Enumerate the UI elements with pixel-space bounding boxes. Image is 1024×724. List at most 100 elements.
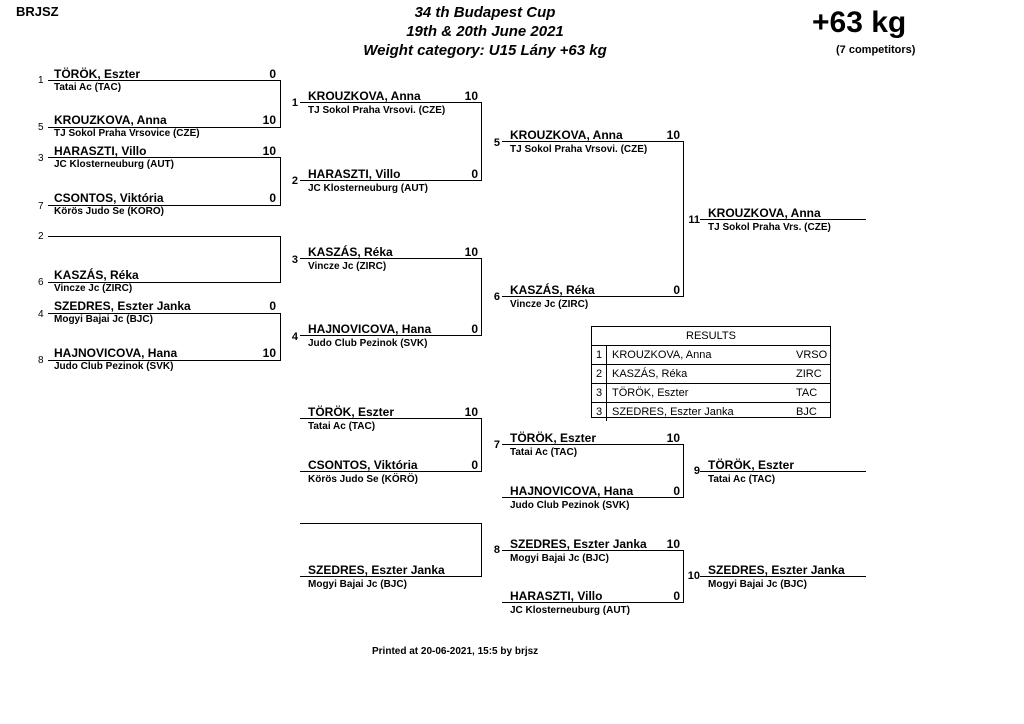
bracket-line xyxy=(502,141,684,142)
competitor-name: KROUZKOVA, Anna xyxy=(510,128,623,142)
result-name: KROUZKOVA, Anna xyxy=(612,349,712,361)
score: 0 xyxy=(673,589,680,603)
bracket-line xyxy=(502,497,684,498)
result-name: KASZÁS, Réka xyxy=(612,368,688,380)
bronze-winner-club: Mogyi Bajai Jc (BJC) xyxy=(708,579,807,590)
competitor-club: Mogyi Bajai Jc (BJC) xyxy=(510,553,609,564)
competitor-name: TÖRÖK, Eszter xyxy=(510,431,597,445)
bracket-line xyxy=(683,444,684,498)
bracket-line xyxy=(48,360,281,361)
match-number: 11 xyxy=(688,214,700,226)
competitor-club: JC Klosterneuburg (AUT) xyxy=(308,183,428,194)
score: 0 xyxy=(269,299,276,313)
bronze-winner-club: Tatai Ac (TAC) xyxy=(708,474,776,485)
bracket-line xyxy=(300,576,482,577)
match-number: 3 xyxy=(291,254,298,266)
score: 10 xyxy=(464,245,478,259)
match-number: 9 xyxy=(693,465,700,477)
results-heading: RESULTS xyxy=(592,327,830,346)
club-code: ZIRC xyxy=(796,368,822,380)
competitor-name: SZEDRES, Eszter Janka xyxy=(510,537,647,551)
seed-number: 4 xyxy=(38,309,44,320)
competitor-club: Tatai Ac (TAC) xyxy=(510,447,578,458)
score: 0 xyxy=(471,322,478,336)
competitor-name: HARASZTI, Villo xyxy=(54,144,147,158)
match-number: 1 xyxy=(291,97,298,109)
place: 3 xyxy=(592,403,607,421)
bracket-line xyxy=(300,102,482,103)
score: 0 xyxy=(269,67,276,81)
competitor-name: KASZÁS, Réka xyxy=(308,245,393,259)
competitor-name: TÖRÖK, Eszter xyxy=(308,405,395,419)
competitor-name: TÖRÖK, Eszter xyxy=(54,67,141,81)
competitor-club: Vincze Jc (ZIRC) xyxy=(510,299,589,310)
club-code: VRSO xyxy=(796,349,828,361)
score: 0 xyxy=(673,283,680,297)
competitor-club: Vincze Jc (ZIRC) xyxy=(54,283,133,294)
tournament-title: 34 th Budapest Cup xyxy=(414,4,556,21)
competitor-club: Mogyi Bajai Jc (BJC) xyxy=(54,314,153,325)
score: 0 xyxy=(471,167,478,181)
competitor-name: CSONTOS, Viktória xyxy=(308,458,418,472)
competitor-name: HARASZTI, Villo xyxy=(510,589,603,603)
competitor-club: Tatai Ac (TAC) xyxy=(308,421,376,432)
org-code: BRJSZ xyxy=(16,4,59,19)
club-code: BJC xyxy=(796,406,817,418)
competitor-club: Körös Judo Se (KÖRÖ) xyxy=(54,206,165,217)
bracket-line xyxy=(300,523,482,524)
competitor-name: CSONTOS, Viktória xyxy=(54,191,164,205)
bracket-line xyxy=(280,80,281,128)
place: 2 xyxy=(592,365,607,383)
bracket-line xyxy=(502,444,684,445)
bracket-line xyxy=(48,282,281,283)
seed-number: 6 xyxy=(38,277,44,288)
bracket-line xyxy=(481,258,482,336)
bracket-line xyxy=(300,258,482,259)
bracket-line xyxy=(481,523,482,577)
competitor-name: KROUZKOVA, Anna xyxy=(54,113,167,127)
score: 0 xyxy=(269,191,276,205)
results-table: RESULTS 1 KROUZKOVA, Anna VRSO 2 KASZÁS,… xyxy=(591,326,831,421)
bracket-line xyxy=(300,471,482,472)
bracket-line xyxy=(48,80,281,81)
competitor-club: Judo Club Pezinok (SVK) xyxy=(308,338,428,349)
winner-name: KROUZKOVA, Anna xyxy=(708,206,821,220)
score: 10 xyxy=(666,431,680,445)
bracket-line xyxy=(300,180,482,181)
result-name: SZEDRES, Eszter Janka xyxy=(612,406,734,418)
bracket-line xyxy=(700,219,866,220)
bracket-line xyxy=(502,296,684,297)
match-number: 5 xyxy=(493,137,500,149)
competitor-club: TJ Sokol Praha Vrsovi. (CZE) xyxy=(510,144,648,155)
bracket-line xyxy=(700,576,866,577)
score: 10 xyxy=(666,128,680,142)
bronze-winner-name: TÖRÖK, Eszter xyxy=(708,458,795,472)
bracket-line xyxy=(300,335,482,336)
match-number: 8 xyxy=(493,544,500,556)
seed-number: 7 xyxy=(38,201,44,212)
seed-number: 5 xyxy=(38,122,44,133)
competitor-name: SZEDRES, Eszter Janka xyxy=(54,299,191,313)
match-number: 4 xyxy=(291,331,298,343)
competitor-name: HAJNOVICOVA, Hana xyxy=(510,484,634,498)
competitor-name: HARASZTI, Villo xyxy=(308,167,401,181)
match-number: 6 xyxy=(493,291,500,303)
results-row: 1 KROUZKOVA, Anna VRSO xyxy=(592,346,830,365)
bracket-line xyxy=(502,550,684,551)
competitor-name: HAJNOVICOVA, Hana xyxy=(308,322,432,336)
club-code: TAC xyxy=(796,387,818,399)
place: 1 xyxy=(592,346,607,364)
bracket-line xyxy=(48,157,281,158)
bracket-line xyxy=(48,313,281,314)
seed-number: 1 xyxy=(38,75,44,86)
score: 10 xyxy=(262,113,276,127)
score: 10 xyxy=(464,405,478,419)
winner-club: TJ Sokol Praha Vrs. (CZE) xyxy=(708,222,831,233)
competitor-club: Tatai Ac (TAC) xyxy=(54,82,122,93)
seed-number: 2 xyxy=(38,231,44,242)
score: 10 xyxy=(464,89,478,103)
weight-category: Weight category: U15 Lány +63 kg xyxy=(363,42,607,59)
weight-class: +63 kg xyxy=(812,6,907,39)
bracket-line xyxy=(280,313,281,361)
match-number: 10 xyxy=(687,570,700,582)
